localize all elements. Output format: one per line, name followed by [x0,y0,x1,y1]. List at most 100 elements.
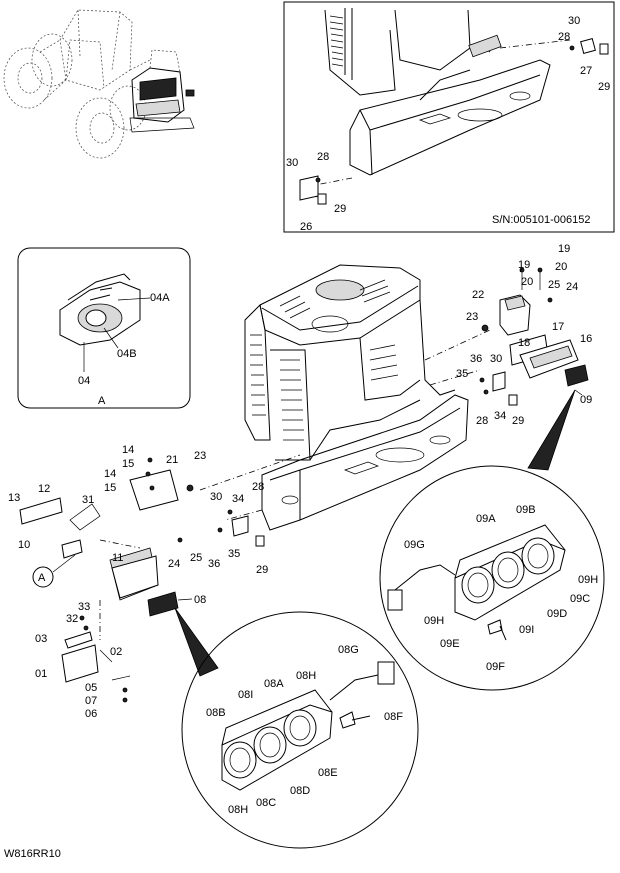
callout-28: 28 [476,415,488,427]
callout-28: 28 [317,151,329,163]
left-lamp-parts [19,457,265,703]
detail-09-pointer [527,389,576,471]
callout-15: 15 [122,458,134,470]
callout-14: 14 [122,444,134,456]
callout-29: 29 [256,564,268,576]
callout-09g: 09G [404,539,425,551]
detail-a-callout-letter: A [38,572,46,584]
callout-09f: 09F [486,661,505,673]
callout-34: 34 [232,493,244,505]
callout-09a: 09A [476,513,496,525]
callout-07: 07 [85,695,97,707]
serial-variant-inset-frame [283,1,615,233]
callout-29: 29 [598,81,610,93]
machine-overview-illustration [3,9,195,159]
callout-22: 22 [472,289,484,301]
callout-13: 13 [8,492,20,504]
callout-02: 02 [110,646,122,658]
callout-04a: 04A [150,292,170,304]
callout-08h: 08H [228,804,248,816]
callout-04b: 04B [117,348,137,360]
main-counterweight-illustration [244,264,469,531]
callout-30: 30 [210,491,222,503]
detail-08-lamp-illustration [221,661,395,791]
inset-counterweight-illustration [299,8,609,205]
callout-01: 01 [35,668,47,680]
callout-28: 28 [558,31,570,43]
callout-18: 18 [518,337,530,349]
callout-30: 30 [286,157,298,169]
callout-26: 26 [300,221,312,233]
callout-11: 11 [112,552,123,564]
detail-view-label: A [98,395,106,407]
callout-08: 08 [194,594,206,606]
drawing-code: W816RR10 [4,848,61,860]
callout-30: 30 [490,353,502,365]
callout-35: 35 [228,548,240,560]
callout-28: 28 [252,481,264,493]
callout-30: 30 [568,15,580,27]
callout-10: 10 [18,539,30,551]
callout-29: 29 [334,203,346,215]
callout-20: 20 [521,276,533,288]
callout-09h: 09H [578,574,598,586]
inset-callouts: 30 28 27 29 30 28 29 26 S/N:005101-00615… [286,15,610,233]
callout-08g: 08G [338,644,359,656]
detail-a-callouts: 04A 04B 04 A [78,292,170,407]
callout-09i: 09I [519,624,534,636]
callout-06: 06 [85,708,97,720]
callout-08a: 08A [264,678,284,690]
callout-24: 24 [566,281,578,293]
callout-08c: 08C [256,797,276,809]
callout-12: 12 [38,483,50,495]
detail-09-magnifier [379,465,605,691]
callout-27: 27 [580,65,592,77]
detail-a-callout-circle [32,566,54,588]
callout-08d: 08D [290,785,310,797]
callout-08f: 08F [384,711,403,723]
callout-21: 21 [166,454,178,466]
callout-33: 33 [78,601,90,613]
callout-23: 23 [466,311,478,323]
detail-a-lamp-illustration [59,273,141,346]
callout-14: 14 [104,468,116,480]
detail-09-lamp-illustration [387,524,566,641]
callout-09c: 09C [570,593,590,605]
callout-09h: 09H [424,615,444,627]
callout-16: 16 [580,333,592,345]
callout-09b: 09B [516,504,536,516]
callout-36: 36 [470,353,482,365]
callout-25: 25 [548,279,560,291]
callout-24: 24 [168,558,180,570]
callout-19: 19 [518,259,530,271]
callout-34: 34 [494,410,506,422]
callout-36: 36 [208,558,220,570]
callout-08i: 08I [238,689,253,701]
callout-03: 03 [35,633,47,645]
callout-08e: 08E [318,767,338,779]
callout-08b: 08B [206,707,226,719]
serial-number-range: S/N:005101-006152 [492,214,590,226]
detail-08-callouts: 08G 08A 08H 08I 08B 08F 08E 08D 08C 08H [206,644,403,816]
callout-09d: 09D [547,608,567,620]
callout-05: 05 [85,682,97,694]
main-callouts: 19 19 20 20 22 25 24 23 17 18 16 36 30 3… [8,243,592,720]
callout-32: 32 [66,613,78,625]
callout-08h: 08H [296,670,316,682]
callout-20: 20 [555,261,567,273]
callout-17: 17 [552,321,564,333]
callout-09e: 09E [440,638,460,650]
callout-15: 15 [104,482,116,494]
callout-29: 29 [512,415,524,427]
right-lamp-parts [479,267,589,406]
callout-35: 35 [456,368,468,380]
detail-a-frame [17,247,191,409]
detail-08-magnifier [181,611,419,849]
callout-25: 25 [190,552,202,564]
callout-19: 19 [558,243,570,255]
callout-31: 31 [82,494,94,506]
callout-04: 04 [78,375,90,387]
detail-08-pointer [174,607,219,677]
callout-09: 09 [580,394,592,406]
